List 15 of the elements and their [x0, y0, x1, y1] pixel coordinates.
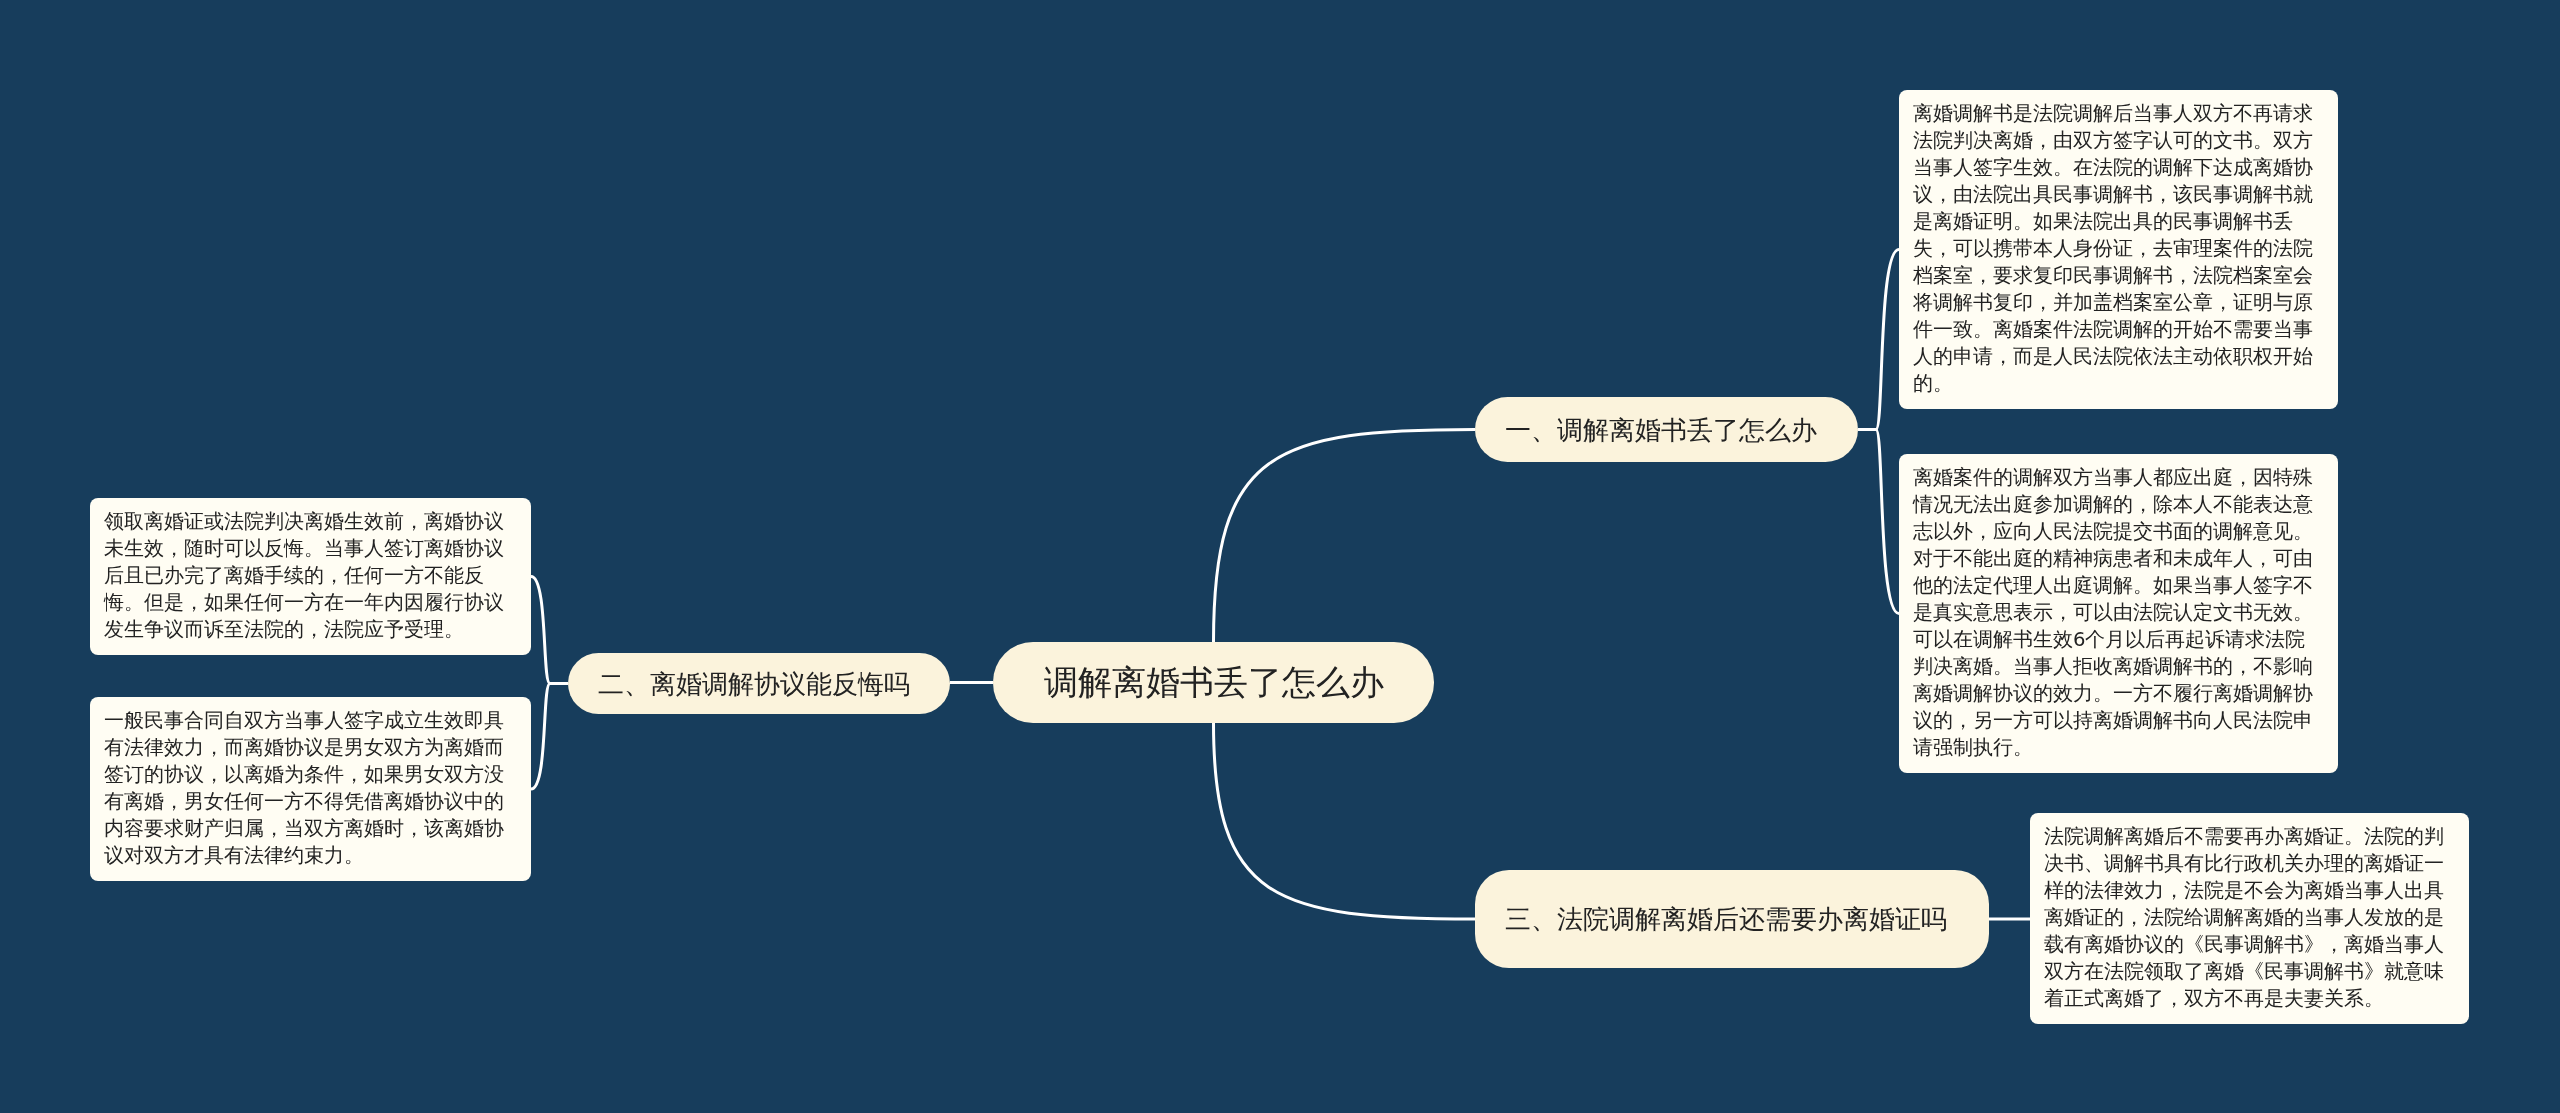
central-topic: 调解离婚书丢了怎么办: [993, 642, 1434, 723]
note-box: 离婚调解书是法院调解后当事人双方不再请求法院判决离婚，由双方签字认可的文书。双方当事人签字生效。在法院的调解下达成离婚协议，由法院出具民事调解书，该民事调解书就是离婚证明。如果法院出具的民事调解书丢失，可以携带本人身份证，去审理案件的法院档案室，要求复印民事调解书，法院档案室会将调解书复印，并加盖档案室公章，证明与原件一致。离婚案件法院调解的开始不需要当事人的申请，而是人民法院依法主动依职权开始的。: [1899, 90, 2338, 409]
note-box: 离婚案件的调解双方当事人都应出庭，因特殊情况无法出庭参加调解的，除本人不能表达意志以外，应向人民法院提交书面的调解意见。对于不能出庭的精神病患者和未成年人，可由他的法定代理人出庭调解。如果当事人签字不是真实意思表示，可以由法院认定文书无效。可以在调解书生效6个月以后再起诉请求法院判决离婚。当事人拒收离婚调解书的，不影响离婚调解协议的效力。一方不履行离婚调解协议的，另一方可以持离婚调解书向人民法院申请强制执行。: [1899, 454, 2338, 773]
connector-line: [1212, 428, 1475, 643]
connector-line: [530, 682, 568, 791]
connector-line: [1212, 722, 1475, 921]
topic-box: 一、调解离婚书丢了怎么办: [1475, 397, 1858, 462]
note-box: 领取离婚证或法院判决离婚生效前，离婚协议未生效，随时可以反悔。当事人签订离婚协议后且已办完了离婚手续的，任何一方不能反悔。但是，如果任何一方在一年内因履行协议发生争议而诉至法院的，法院应予受理。: [90, 498, 531, 655]
connector-line: [1989, 917, 2030, 921]
topic-box: 二、离婚调解协议能反悔吗: [568, 653, 950, 714]
topic-box: 三、法院调解离婚后还需要办离婚证吗: [1475, 870, 1989, 968]
connector-line: [1858, 428, 1900, 615]
note-box: 一般民事合同自双方当事人签字成立生效即具有法律效力，而离婚协议是男女双方为离婚而签订的协议，以离婚为条件，如果男女双方没有离婚，男女任何一方不得凭借离婚协议中的内容要求财产归属，当双方离婚时，该离婚协议对双方才具有法律约束力。: [90, 697, 531, 881]
note-box: 法院调解离婚后不需要再办离婚证。法院的判决书、调解书具有比行政机关办理的离婚证一样的法律效力，法院是不会为离婚当事人出具离婚证的，法院给调解离婚的当事人发放的是载有离婚协议的《民事调解书》，离婚当事人双方在法院领取了离婚《民事调解书》就意味着正式离婚了，双方不再是夫妻关系。: [2030, 813, 2469, 1024]
connector-line: [950, 681, 993, 684]
